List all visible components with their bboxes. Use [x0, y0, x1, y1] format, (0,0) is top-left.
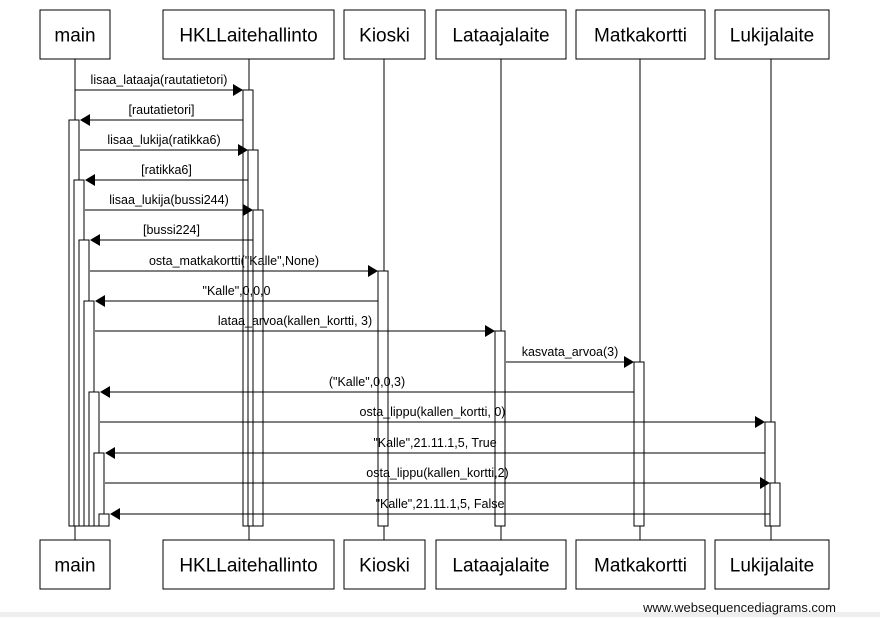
participant-label: main — [54, 556, 95, 577]
participant-box — [435, 539, 567, 590]
participant-box — [575, 9, 706, 60]
participant-label: Lataajalaite — [452, 26, 549, 47]
participant-box — [343, 539, 426, 590]
participant-lataajalaite-bottom: Lataajalaite — [435, 539, 567, 590]
participant-kioski-top: Kioski — [343, 9, 426, 60]
message-1: lisaa_lataaja(rautatietori) — [75, 73, 243, 96]
message-label: kasvata_arvoa(3) — [522, 345, 619, 359]
message-4: [ratikka6] — [85, 163, 248, 186]
participant-box — [714, 9, 830, 60]
arrowhead-icon — [90, 234, 100, 246]
watermark-text: www.websequencediagrams.com — [642, 600, 836, 615]
message-label: osta_lippu(kallen_kortti,2) — [366, 466, 508, 480]
activation-matkakortti-12 — [633, 361, 645, 527]
participant-box — [343, 9, 426, 60]
arrowhead-icon — [95, 295, 105, 307]
arrowhead-icon — [243, 204, 253, 216]
message-8: "Kalle",0,0,0 — [95, 284, 378, 307]
message-label: osta_matkakortti("Kalle",None) — [149, 254, 319, 268]
participant-label: Lukijalaite — [730, 556, 815, 577]
participant-box — [162, 539, 335, 590]
participant-label: Matkakortti — [594, 26, 687, 47]
message-label: [bussi224] — [143, 223, 200, 237]
participant-lataajalaite-top: Lataajalaite — [435, 9, 567, 60]
message-label: lataa_arvoa(kallen_kortti, 3) — [218, 314, 372, 328]
participant-matkakortti-top: Matkakortti — [575, 9, 706, 60]
message-label: "Kalle",0,0,0 — [203, 284, 271, 298]
arrowhead-icon — [100, 386, 110, 398]
message-9: lataa_arvoa(kallen_kortti, 3) — [95, 314, 495, 337]
message-label: ("Kalle",0,0,3) — [329, 375, 405, 389]
arrowhead-icon — [624, 356, 634, 368]
message-label: "Kalle",21.11.1,5, False — [376, 497, 505, 511]
participant-lukijalaite-top: Lukijalaite — [714, 9, 830, 60]
message-6: [bussi224] — [90, 223, 253, 246]
message-13: "Kalle",21.11.1,5, True — [105, 436, 765, 459]
arrowhead-icon — [760, 477, 770, 489]
message-15: "Kalle",21.11.1,5, False — [110, 497, 770, 520]
arrowhead-icon — [85, 174, 95, 186]
participant-label: Matkakortti — [594, 556, 687, 577]
message-5: lisaa_lukija(bussi244) — [85, 193, 253, 216]
message-3: lisaa_lukija(ratikka6) — [80, 133, 248, 156]
arrowhead-icon — [105, 447, 115, 459]
participant-hkllaitehallinto-bottom: HKLLaitehallinto — [162, 539, 335, 590]
participant-label: Lataajalaite — [452, 556, 549, 577]
message-12: osta_lippu(kallen_kortti, 0) — [100, 405, 765, 428]
activation-hkllaitehallinto-9 — [252, 209, 264, 527]
participant-label: Kioski — [359, 26, 410, 47]
participant-box — [575, 539, 706, 590]
arrowhead-icon — [110, 508, 120, 520]
participant-main-top: main — [39, 9, 111, 60]
arrowhead-icon — [755, 416, 765, 428]
arrowhead-icon — [238, 144, 248, 156]
message-label: [ratikka6] — [141, 163, 192, 177]
participant-box — [39, 539, 111, 590]
message-label: lisaa_lataaja(rautatietori) — [91, 73, 228, 87]
message-label: osta_lippu(kallen_kortti, 0) — [360, 405, 506, 419]
participant-lukijalaite-bottom: Lukijalaite — [714, 539, 830, 590]
arrowhead-icon — [233, 84, 243, 96]
footer-strip — [0, 612, 880, 617]
participant-box — [162, 9, 335, 60]
participant-box — [435, 9, 567, 60]
message-2: [rautatietori] — [80, 103, 243, 126]
message-label: lisaa_lukija(bussi244) — [109, 193, 229, 207]
arrowhead-icon — [80, 114, 90, 126]
participant-box — [39, 9, 111, 60]
message-label: "Kalle",21.11.1,5, True — [373, 436, 496, 450]
activation-kioski-10 — [377, 270, 389, 527]
message-11: ("Kalle",0,0,3) — [100, 375, 634, 398]
participant-label: Lukijalaite — [730, 26, 815, 47]
participant-label: main — [54, 26, 95, 47]
activation-lukijalaite-14 — [769, 482, 781, 527]
participant-hkllaitehallinto-top: HKLLaitehallinto — [162, 9, 335, 60]
participant-label: HKLLaitehallinto — [179, 556, 317, 577]
activation-lataajalaite-11 — [494, 330, 506, 527]
participant-label: HKLLaitehallinto — [179, 26, 317, 47]
arrowhead-icon — [485, 325, 495, 337]
participant-matkakortti-bottom: Matkakortti — [575, 539, 706, 590]
participant-kioski-bottom: Kioski — [343, 539, 426, 590]
participant-label: Kioski — [359, 556, 410, 577]
message-10: kasvata_arvoa(3) — [506, 345, 634, 368]
participant-box — [714, 539, 830, 590]
participant-main-bottom: main — [39, 539, 111, 590]
message-7: osta_matkakortti("Kalle",None) — [90, 254, 378, 277]
arrowhead-icon — [368, 265, 378, 277]
message-label: lisaa_lukija(ratikka6) — [107, 133, 220, 147]
activation-main-6 — [98, 513, 110, 527]
message-label: [rautatietori] — [128, 103, 194, 117]
message-14: osta_lippu(kallen_kortti,2) — [105, 466, 770, 489]
